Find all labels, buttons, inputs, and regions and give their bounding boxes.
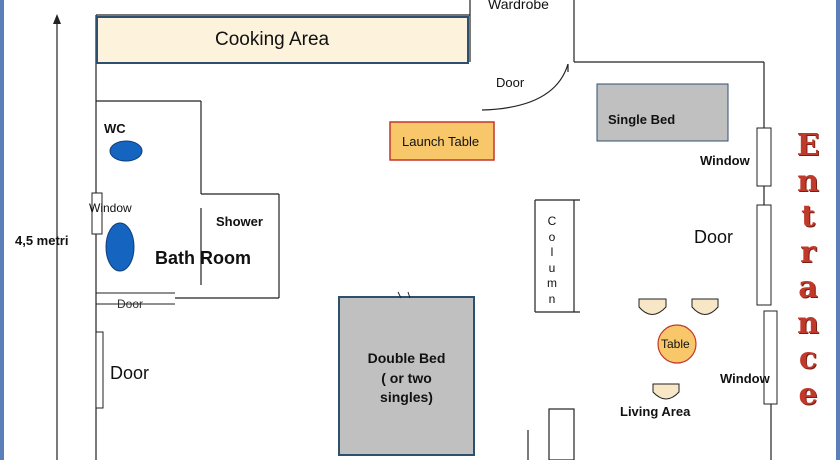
living-table <box>657 324 697 364</box>
entrance-letter: e <box>798 376 818 412</box>
double-bed-box <box>338 296 475 456</box>
entrance-letter: n <box>797 305 819 341</box>
column-letter: C <box>547 214 557 228</box>
door-right-frame <box>756 204 772 306</box>
bath-room-label: Bath Room <box>155 248 251 268</box>
cooking-area-box <box>96 16 469 64</box>
double-bed-line-2: ( or two <box>381 369 432 386</box>
column-letter: l <box>550 245 554 259</box>
window-right-top-frame <box>756 127 772 187</box>
entrance-letter: r <box>800 234 816 270</box>
shower-label: Shower <box>216 214 263 229</box>
door-right-label: Door <box>694 227 734 247</box>
double-bed-line-3: singles) <box>380 389 433 405</box>
bottom-partition <box>548 408 575 460</box>
door-bath-label: Door <box>117 297 144 311</box>
table-label: Table <box>661 337 690 351</box>
entrance-letter: E <box>796 128 820 163</box>
cooking-area-label: Cooking Area <box>215 29 330 50</box>
living-area-label: Living Area <box>620 404 691 419</box>
bed-mark-2 <box>407 291 411 299</box>
window-left-label: Window <box>89 201 132 215</box>
column-letter: u <box>548 260 556 275</box>
entrance-label: E n t r a n c e <box>788 128 828 412</box>
door-swing-top <box>481 63 569 111</box>
launch-table-label: Launch Table <box>402 134 480 149</box>
door-top-label: Door <box>496 75 525 90</box>
window-left-frame <box>91 192 103 235</box>
launch-table-box <box>389 121 495 161</box>
window-right-top-label: Window <box>700 153 750 168</box>
window-right-bottom-frame <box>763 310 778 405</box>
column-letter: m <box>547 276 557 290</box>
single-bed-label: Single Bed <box>608 112 676 127</box>
wc-label: WC <box>104 121 126 136</box>
window-right-bottom-label: Window <box>720 371 770 386</box>
entrance-letter: t <box>801 199 815 234</box>
dimension-label: 4,5 metri <box>15 233 69 248</box>
single-bed-box <box>596 83 729 142</box>
column-letter: n <box>548 291 556 306</box>
column-label: C o l u m n <box>540 214 564 307</box>
entrance-letter: c <box>798 341 818 376</box>
column-letter: o <box>548 229 556 244</box>
double-bed-label: Double Bed ( or two singles) <box>339 349 474 408</box>
bed-mark-1 <box>397 291 402 299</box>
door-left-frame <box>95 331 104 409</box>
chair-2 <box>691 298 719 315</box>
chair-3 <box>652 383 680 400</box>
basin-fixture <box>105 222 135 272</box>
chair-1 <box>638 298 667 315</box>
left-border <box>0 0 4 460</box>
wardrobe-label: Wardrobe <box>488 0 549 12</box>
double-bed-line-1: Double Bed <box>367 350 446 366</box>
door-left-label: Door <box>110 363 150 383</box>
entrance-letter: n <box>797 163 819 199</box>
dimension-arrowhead <box>53 14 61 24</box>
entrance-letter: a <box>798 270 818 305</box>
right-border <box>836 0 840 460</box>
wc-fixture <box>109 140 143 162</box>
